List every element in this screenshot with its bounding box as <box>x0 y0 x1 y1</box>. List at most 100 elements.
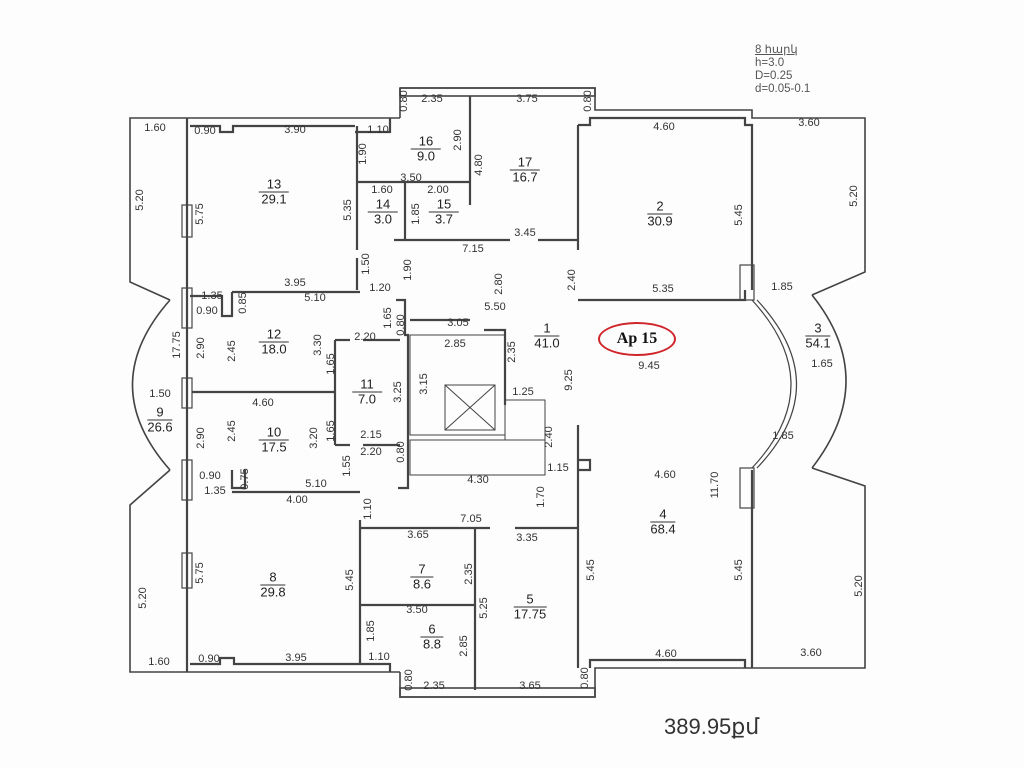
dimension-label: 1.35 <box>201 290 223 302</box>
dimension-label: 1.50 <box>149 388 171 400</box>
room-number: 6 <box>420 622 444 638</box>
dimension-label: 1.20 <box>369 282 391 294</box>
dimension-label: 3.15 <box>418 373 430 395</box>
dimension-label: 1.65 <box>325 420 337 442</box>
dimension-label: 4.60 <box>655 648 677 660</box>
dimension-label: 1.85 <box>410 203 422 225</box>
dimension-label: 1.90 <box>402 259 414 281</box>
dimension-label: 2.20 <box>354 331 376 343</box>
dimension-label: 3.90 <box>284 124 306 136</box>
dimension-label: 2.35 <box>421 93 443 105</box>
room-area: 29.1 <box>261 191 287 207</box>
room-number: 7 <box>410 562 434 578</box>
dimension-label: 1.55 <box>341 455 353 477</box>
room-number: 9 <box>147 405 173 421</box>
dimension-label: 5.75 <box>194 562 206 584</box>
room-area: 17.5 <box>261 439 287 455</box>
room-number: 13 <box>258 177 290 193</box>
dimension-label: 11.70 <box>709 471 721 499</box>
room-area: 7.0 <box>357 391 377 407</box>
dimension-label: 2.90 <box>195 337 207 359</box>
dimension-label: 1.10 <box>368 651 390 663</box>
dimension-label: 2.20 <box>360 446 382 458</box>
room-area: 68.4 <box>650 521 676 537</box>
dimension-label: 5.10 <box>304 292 326 304</box>
dimension-label: 4.80 <box>473 154 485 176</box>
room-area: 16.7 <box>512 169 538 185</box>
dimension-label: 5.45 <box>733 204 745 226</box>
dimension-label: 1.25 <box>512 386 534 398</box>
dimension-label: 3.35 <box>516 532 538 544</box>
dimension-label: 1.65 <box>382 307 394 329</box>
dimension-label: 4.00 <box>286 494 308 506</box>
room-number: 16 <box>410 134 442 150</box>
dimension-label: 1.50 <box>360 253 372 275</box>
dimension-label: 0.80 <box>579 667 591 689</box>
room-area: 17.75 <box>513 606 547 622</box>
dimension-label: 2.85 <box>458 635 470 657</box>
dimension-label: 5.20 <box>853 575 865 597</box>
room-area: 54.1 <box>805 335 831 351</box>
dimension-label: 1.70 <box>535 486 547 508</box>
floor-number: 8 հարկ <box>755 44 798 56</box>
room-number: 8 <box>260 570 286 586</box>
total-area: 389.95քմ <box>664 714 760 739</box>
dimension-label: 3.65 <box>407 529 429 541</box>
dimension-label: 3.50 <box>400 172 422 184</box>
room-area: 9.0 <box>416 148 436 164</box>
dimension-label: 0.80 <box>403 669 415 691</box>
dimension-label: 4.60 <box>252 397 274 409</box>
room-number: 11 <box>352 377 382 393</box>
ceiling-height: h=3.0 <box>755 57 785 69</box>
dimension-label: 5.75 <box>194 203 206 225</box>
room-number: 4 <box>650 507 676 523</box>
dimension-label: 4.30 <box>467 474 489 486</box>
dimension-label: 0.80 <box>398 90 410 112</box>
dimension-label: 2.35 <box>506 341 518 363</box>
wall-thickness-inner: d=0.05-0.1 <box>755 83 811 95</box>
dimension-label: 1.85 <box>772 430 794 442</box>
dimension-label: 7.15 <box>462 243 484 255</box>
dimension-label: 3.45 <box>514 227 536 239</box>
outer-walls <box>129 87 866 698</box>
dimension-label: 2.90 <box>195 427 207 449</box>
dimension-label: 0.80 <box>395 441 407 463</box>
dimension-label: 2.35 <box>423 680 445 692</box>
dimension-label: 1.60 <box>144 122 166 134</box>
dimension-label: 17.75 <box>171 331 183 359</box>
room-area: 18.0 <box>261 341 287 357</box>
dimension-label: 0.90 <box>198 653 220 665</box>
room-number: 1 <box>534 321 560 337</box>
room-area: 8.8 <box>422 636 442 652</box>
dimension-label: 3.25 <box>392 381 404 403</box>
room-number: 10 <box>258 425 290 441</box>
dimension-label: 5.10 <box>305 478 327 490</box>
dimension-label: 1.85 <box>365 620 377 642</box>
dimension-label: 2.35 <box>463 563 475 585</box>
dimension-label: 1.15 <box>547 462 569 474</box>
floor-legend: 8 հարկ h=3.0 D=0.25 d=0.05-0.1 <box>755 44 810 96</box>
dimension-label: 1.65 <box>325 353 337 375</box>
room-area: 3.7 <box>434 211 454 227</box>
dimension-label: 5.45 <box>344 569 356 591</box>
dimension-label: 3.65 <box>519 680 541 692</box>
dimension-label: 5.20 <box>134 189 146 211</box>
dimension-label: 2.40 <box>543 426 555 448</box>
dimension-label: 3.60 <box>800 647 822 659</box>
dimension-label: 5.25 <box>478 597 490 619</box>
dimension-label: 9.45 <box>638 360 660 372</box>
dimension-label: 0.80 <box>395 314 407 336</box>
dimension-label: 1.10 <box>362 498 374 520</box>
room-number: 12 <box>258 327 290 343</box>
dimension-label: 5.20 <box>848 185 860 207</box>
